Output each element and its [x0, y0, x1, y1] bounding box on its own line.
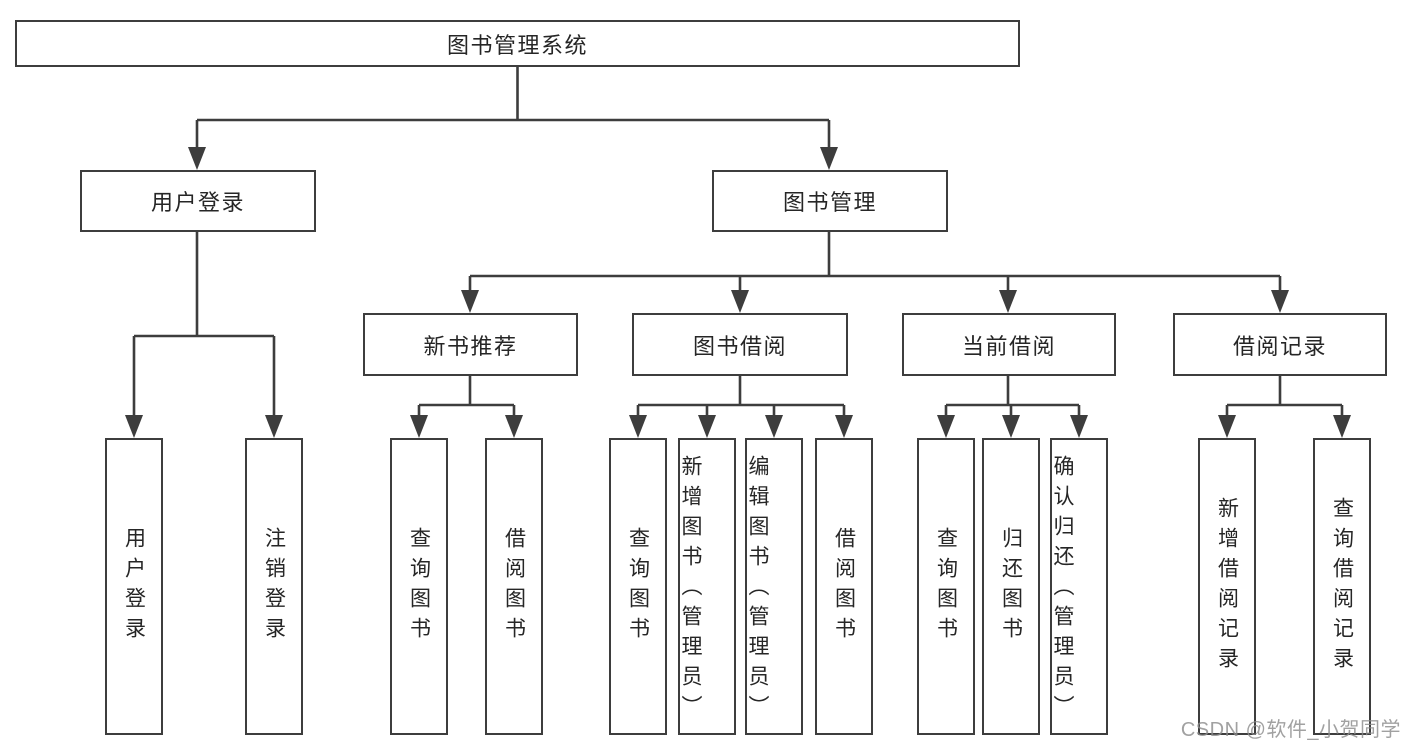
leaf-query-books-recommend: 查询图书 [390, 438, 448, 735]
node-user-login: 用户登录 [80, 170, 316, 232]
node-label: 当前借阅 [961, 333, 1056, 359]
leaf-label: 查询借阅记录 [1330, 496, 1354, 677]
leaf-add-books-admin: 新增图书（管理员） [678, 438, 736, 735]
leaf-label: 借阅图书 [832, 526, 856, 647]
node-label: 图书管理 [782, 190, 877, 215]
leaf-query-books-borrow: 查询图书 [609, 438, 667, 735]
leaf-label: 查询图书 [934, 526, 958, 647]
leaf-label: 归还图书 [999, 526, 1023, 647]
node-book-borrow: 图书借阅 [632, 313, 848, 376]
node-label: 借阅记录 [1232, 333, 1327, 359]
leaf-add-borrow-record: 新增借阅记录 [1198, 438, 1256, 735]
leaf-borrow-books-recommend: 借阅图书 [485, 438, 543, 735]
leaf-return-books: 归还图书 [982, 438, 1040, 735]
leaf-label: 新增图书（管理员） [679, 455, 702, 725]
node-new-book-recommend: 新书推荐 [363, 313, 578, 376]
leaf-borrow-books: 借阅图书 [815, 438, 873, 735]
leaf-label: 查询图书 [407, 526, 431, 647]
arrowheads [125, 147, 1351, 438]
leaf-query-books-current: 查询图书 [917, 438, 975, 735]
leaf-label: 确认归还（管理员） [1051, 455, 1074, 725]
leaf-label: 查询图书 [626, 526, 650, 647]
node-label: 用户登录 [150, 190, 245, 215]
leaf-label: 编辑图书（管理员） [746, 455, 769, 725]
leaf-logout: 注销登录 [245, 438, 303, 735]
root-node: 图书管理系统 [15, 20, 1020, 67]
node-borrow-record: 借阅记录 [1173, 313, 1387, 376]
leaf-user-login: 用户登录 [105, 438, 163, 735]
node-label: 新书推荐 [423, 333, 518, 359]
leaf-edit-books-admin: 编辑图书（管理员） [745, 438, 803, 735]
leaf-label: 新增借阅记录 [1215, 496, 1239, 677]
root-node-label: 图书管理系统 [446, 32, 588, 58]
leaf-label: 注销登录 [262, 526, 286, 647]
node-label: 图书借阅 [692, 333, 787, 359]
leaf-query-borrow-record: 查询借阅记录 [1313, 438, 1371, 735]
node-current-borrow: 当前借阅 [902, 313, 1116, 376]
leaf-confirm-return-admin: 确认归还（管理员） [1050, 438, 1108, 735]
leaf-label: 借阅图书 [502, 526, 526, 647]
csdn-watermark: CSDN @软件_小贺同学 [1180, 719, 1401, 741]
node-book-management: 图书管理 [712, 170, 948, 232]
leaf-label: 用户登录 [122, 526, 146, 647]
